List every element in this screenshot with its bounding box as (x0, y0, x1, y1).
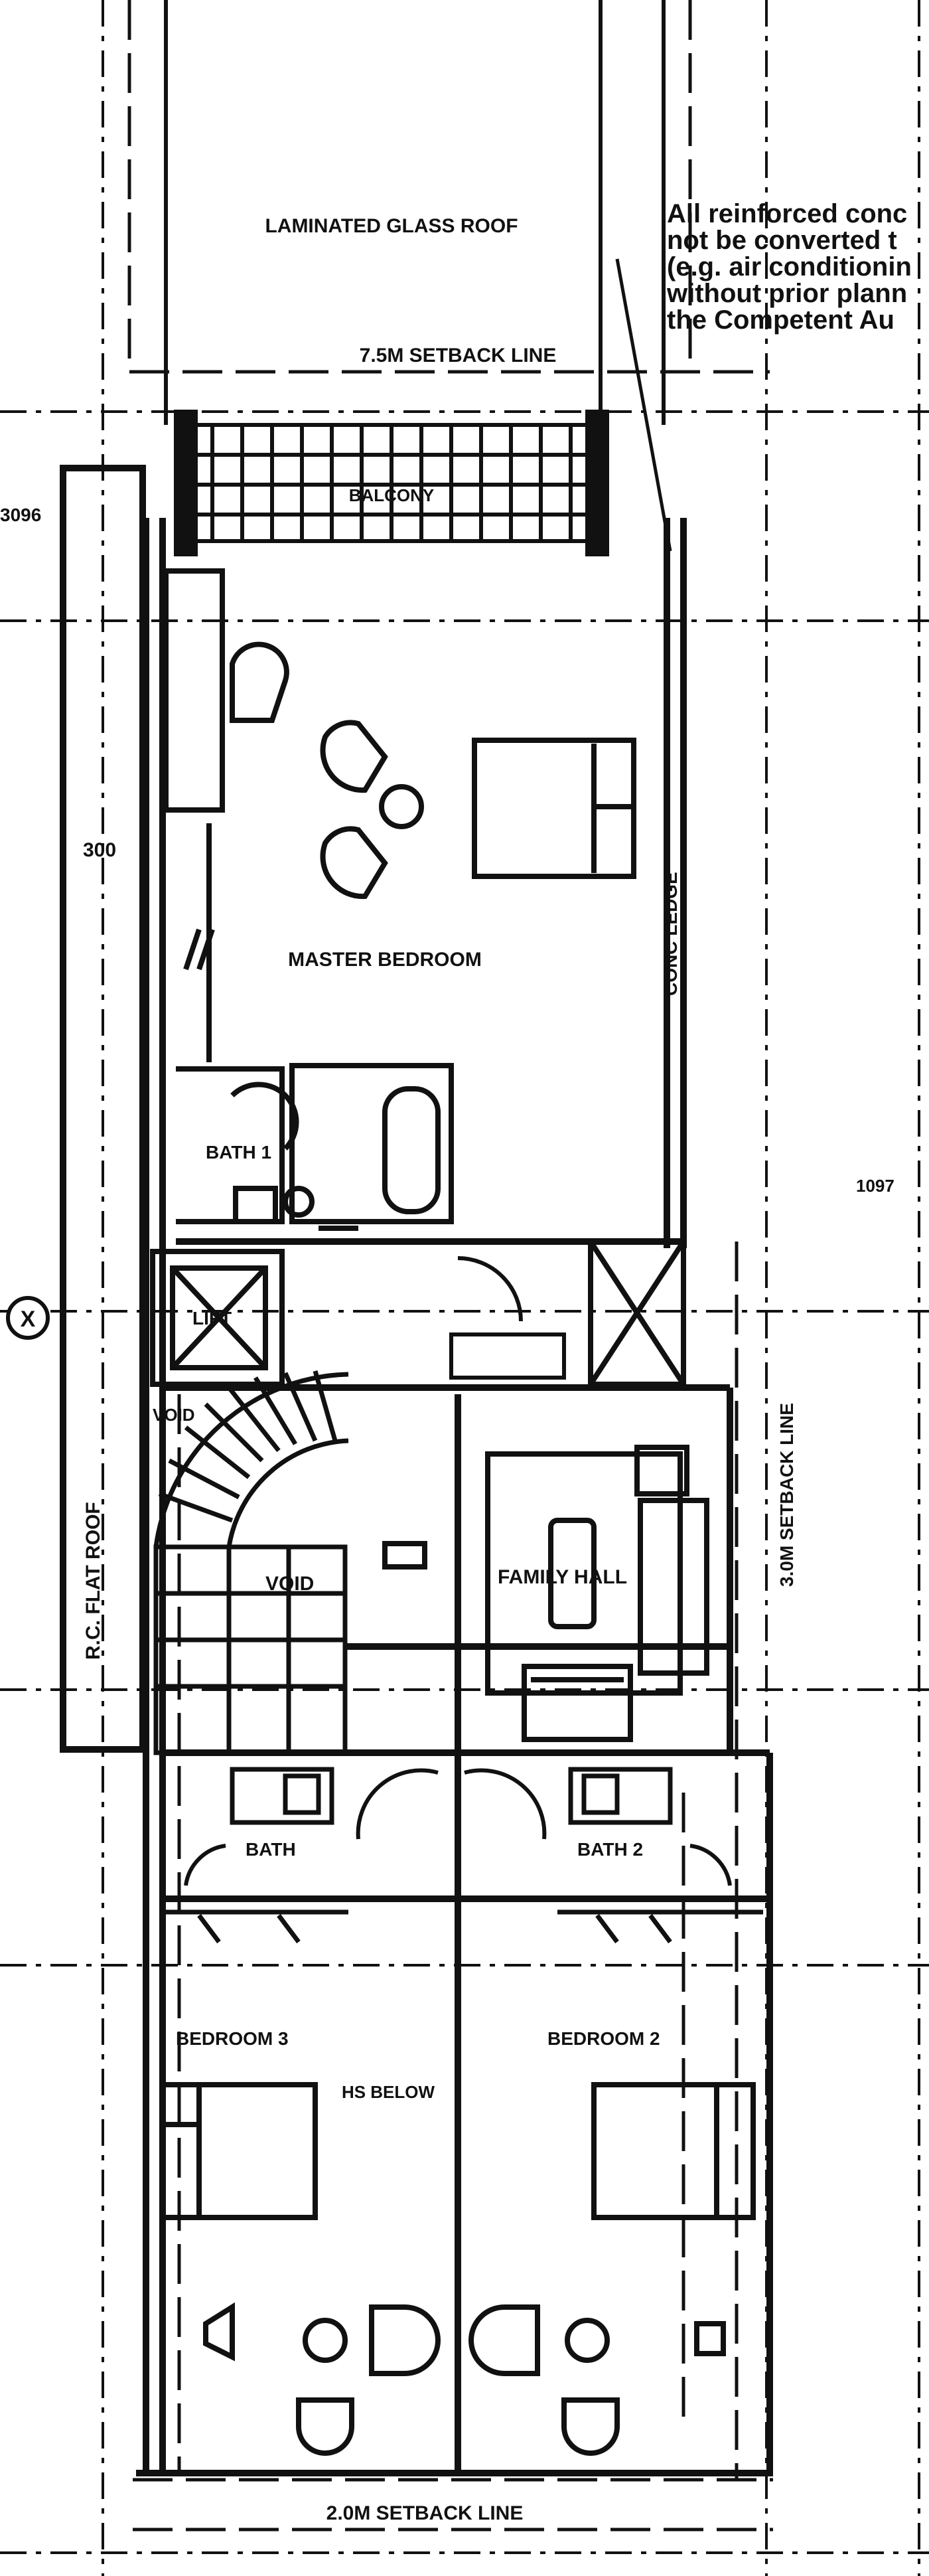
lift-shaft (150, 1249, 285, 1387)
family-hall-label: FAMILY HALL (498, 1566, 627, 1588)
bedroom3-label: BEDROOM 3 (176, 2028, 289, 2049)
flat-roof-label: R.C. FLAT ROOF (82, 1502, 104, 1660)
grid-marker-label: X (21, 1307, 36, 1332)
small-baths (159, 1767, 763, 1944)
stair-void-label: VOID (153, 1405, 195, 1425)
bath1-fixtures (176, 1063, 454, 1231)
setback-right-label: 3.0M SETBACK LINE (776, 1403, 797, 1587)
spiral-stair (153, 1370, 349, 1755)
dim-left-label: 3096 (0, 505, 41, 525)
bedroom2-label: BEDROOM 2 (547, 2028, 660, 2049)
bedroom3-furniture (160, 2082, 441, 2456)
note-line-1: All reinforced conc (667, 199, 907, 228)
balcony-grid (174, 410, 609, 556)
door-swings (184, 1256, 732, 1886)
general-note: All reinforced conc not be converted t (… (666, 199, 912, 335)
family-hall-furniture (382, 1445, 709, 1742)
glass-roof-label: LAMINATED GLASS ROOF (265, 215, 518, 237)
note-line-5: the Competent Au (667, 305, 894, 335)
note-line-3: (e.g. air conditionin (667, 252, 912, 282)
dim-300-label: 300 (83, 839, 116, 861)
right-store (588, 1239, 686, 1387)
building-walls (60, 465, 773, 2476)
note-leader-line (615, 258, 672, 552)
glass-roof-structure (164, 0, 666, 425)
lift-label: LIFT (192, 1308, 232, 1328)
conc-ledge-label: CONC LEDGE (660, 872, 681, 996)
master-bedroom-furniture (163, 568, 636, 1062)
setback-top-label: 7.5M SETBACK LINE (360, 345, 557, 366)
note-line-2: not be converted t (667, 226, 897, 255)
note-line-4: without prior plann (666, 279, 907, 308)
balcony-label: BALCONY (349, 485, 435, 505)
bath2-label: BATH 2 (577, 1839, 643, 1860)
grid-marker: X (6, 1296, 50, 1340)
hs-below-label: HS BELOW (342, 2082, 435, 2102)
dim-right-label: 1097 (856, 1176, 894, 1196)
setback-bottom-label: 2.0M SETBACK LINE (326, 2502, 524, 2524)
room-labels: LAMINATED GLASS ROOF 7.5M SETBACK LINE B… (0, 215, 894, 2524)
bath1-label: BATH 1 (206, 1142, 271, 1163)
setback-lines (127, 0, 773, 2532)
void-label: VOID (265, 1573, 314, 1595)
bath3-label: BATH (246, 1839, 296, 1860)
master-bedroom-label: MASTER BEDROOM (288, 949, 482, 971)
bedroom2-furniture (468, 2082, 756, 2456)
